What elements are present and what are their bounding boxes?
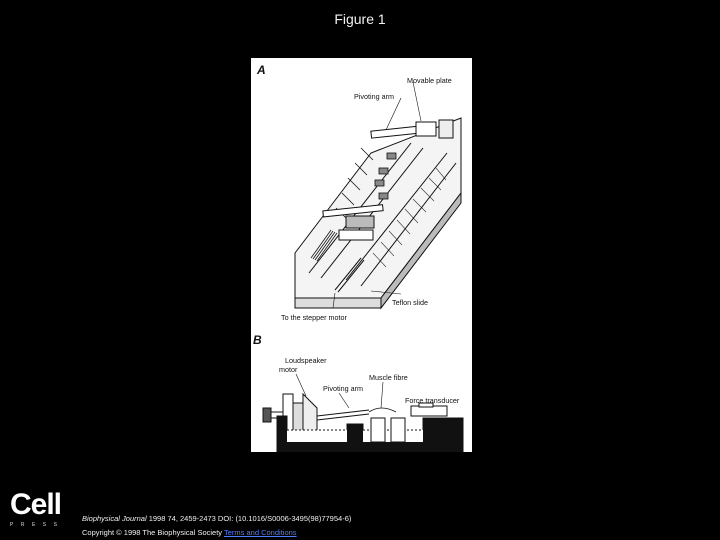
page-title: Figure 1 <box>334 11 386 27</box>
leader-lines-b <box>295 373 430 411</box>
figure-image: A <box>251 58 472 452</box>
stepper-shaft <box>334 257 365 293</box>
label-motor: motor <box>279 365 298 374</box>
label-loudspeaker: Loudspeaker <box>285 356 327 365</box>
side-elevation <box>262 392 464 452</box>
label-pivoting-arm-b: Pivoting arm <box>323 384 363 393</box>
label-movable-plate: Movable plate <box>407 76 452 85</box>
panel-a-letter: A <box>256 63 266 77</box>
citation-details: 1998 74, 2459-2473 DOI: (10.1016/S0006-3… <box>146 514 352 523</box>
base-hatching <box>372 167 447 268</box>
clamp-bar <box>322 204 384 241</box>
copyright: Copyright © 1998 The Biophysical Society… <box>82 528 297 537</box>
cell-press-logo: Cell PRESS <box>10 490 72 530</box>
copyright-text: Copyright © 1998 The Biophysical Society <box>82 528 224 537</box>
label-teflon-slide: Teflon slide <box>392 298 428 307</box>
terms-link[interactable]: Terms and Conditions <box>224 528 297 537</box>
spring-coil <box>310 229 338 262</box>
panel-b-letter: B <box>253 333 262 347</box>
journal-name: Biophysical Journal <box>82 514 147 523</box>
label-force-transducer: Force transducer <box>405 396 460 405</box>
label-pivoting-arm-a: Pivoting arm <box>354 92 394 101</box>
sample-blocks <box>374 152 397 200</box>
apparatus-diagram: A <box>253 63 464 452</box>
leader-lines-a <box>332 81 422 309</box>
pivoting-arm-a <box>370 119 454 139</box>
citation: Biophysical Journal 1998 74, 2459-2473 D… <box>82 514 351 523</box>
label-stepper-motor: To the stepper motor <box>281 313 348 322</box>
label-muscle-fibre: Muscle fibre <box>369 373 408 382</box>
logo-press: PRESS <box>10 522 65 528</box>
base-block <box>294 117 462 310</box>
logo-word: Cell <box>10 488 62 521</box>
